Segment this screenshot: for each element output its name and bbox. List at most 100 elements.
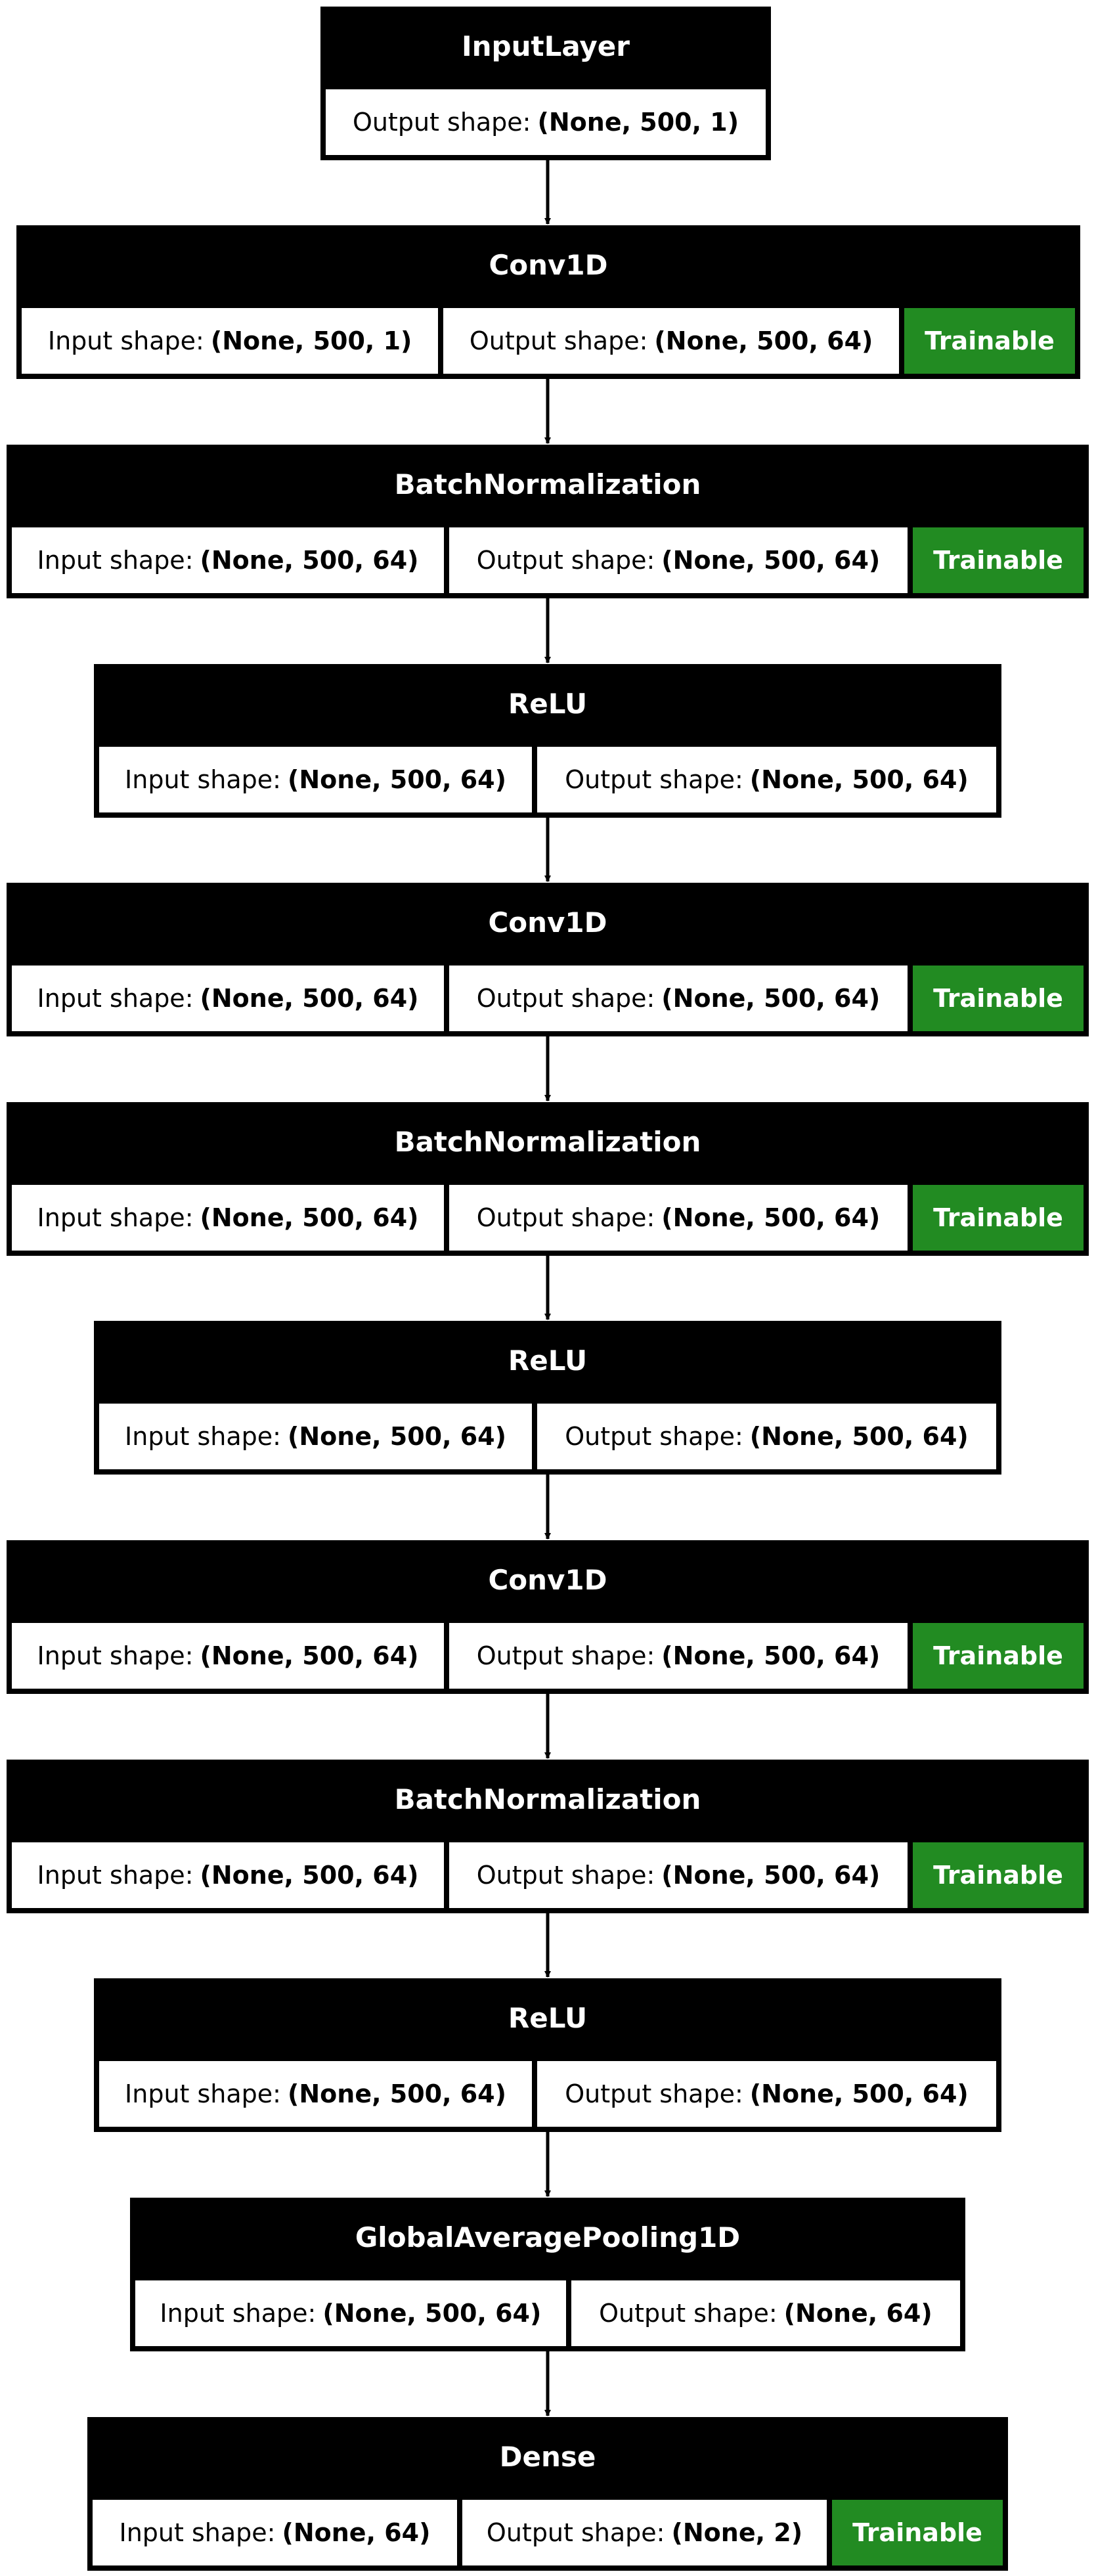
output-shape-label: Output shape: [476,1861,655,1890]
output-shape-cell: Output shape:(None, 2) [462,2500,827,2565]
input-shape-label: Input shape: [47,326,204,355]
layer-shape-row: Input shape:(None, 500, 64)Output shape:… [12,1842,1084,1908]
input-shape-cell: Input shape:(None, 500, 1) [22,308,439,374]
output-shape-value: (None, 500, 64) [661,546,881,575]
output-shape-cell: Output shape:(None, 500, 64) [449,966,908,1031]
output-shape-value: (None, 500, 64) [749,765,969,794]
output-shape-value: (None, 2) [671,2518,803,2547]
output-shape-value: (None, 500, 64) [661,1861,881,1890]
output-shape-label: Output shape: [469,326,648,355]
layer-shape-row: Input shape:(None, 500, 64)Output shape:… [99,747,996,812]
input-shape-label: Input shape: [119,2518,276,2547]
input-shape-label: Input shape: [37,1861,194,1890]
input-shape-label: Input shape: [125,2079,281,2108]
trainable-badge: Trainable [913,527,1084,593]
output-shape-value: (None, 500, 64) [749,2079,969,2108]
input-shape-value: (None, 500, 64) [200,1641,419,1670]
trainable-badge: Trainable [913,966,1084,1031]
output-shape-cell: Output shape:(None, 500, 64) [449,1623,908,1689]
layer-shape-row: Input shape:(None, 500, 64)Output shape:… [99,1404,996,1469]
output-shape-cell: Output shape:(None, 500, 64) [449,1842,908,1908]
output-shape-cell: Output shape:(None, 500, 64) [449,1185,908,1251]
output-shape-value: (None, 500, 64) [661,984,881,1013]
output-shape-label: Output shape: [476,546,655,575]
layer-name: ReLU [508,1344,588,1377]
layer-name: InputLayer [462,30,630,62]
input-shape-label: Input shape: [37,1641,194,1670]
input-shape-cell: Input shape:(None, 500, 64) [99,1404,533,1469]
output-shape-label: Output shape: [476,1641,655,1670]
output-shape-label: Output shape: [476,1203,655,1232]
input-shape-value: (None, 500, 64) [287,1422,506,1451]
trainable-badge: Trainable [913,1185,1084,1251]
output-shape-label: Output shape: [565,2079,743,2108]
output-shape-label: Output shape: [565,765,743,794]
layer-shape-row: Input shape:(None, 500, 64)Output shape:… [12,1623,1084,1689]
input-shape-label: Input shape: [37,1203,194,1232]
input-shape-cell: Input shape:(None, 500, 64) [12,527,445,593]
layer-name: BatchNormalization [394,468,701,500]
input-shape-cell: Input shape:(None, 500, 64) [135,2280,566,2346]
output-shape-value: (None, 500, 64) [749,1422,969,1451]
input-shape-cell: Input shape:(None, 500, 64) [12,966,445,1031]
input-shape-cell: Input shape:(None, 500, 64) [99,2061,533,2127]
output-shape-cell: Output shape:(None, 500, 64) [537,747,996,812]
layer-name: Conv1D [488,1563,607,1596]
input-shape-value: (None, 500, 64) [200,546,419,575]
layer-shape-row: Input shape:(None, 500, 64)Output shape:… [135,2280,960,2346]
input-shape-value: (None, 500, 64) [200,984,419,1013]
output-shape-cell: Output shape:(None, 64) [571,2280,960,2346]
trainable-badge: Trainable [913,1623,1084,1689]
output-shape-cell: Output shape:(None, 500, 64) [537,2061,996,2127]
input-shape-value: (None, 64) [282,2518,431,2547]
input-shape-value: (None, 500, 64) [287,765,506,794]
input-shape-label: Input shape: [37,984,194,1013]
input-shape-label: Input shape: [160,2299,317,2328]
layer-shape-row: Input shape: (None, 500, 64)Output shape:… [12,1185,1084,1251]
trainable-badge: Trainable [913,1842,1084,1908]
output-shape-cell: Output shape:(None, 500, 1) [326,89,766,155]
output-shape-cell: Output shape:(None, 500, 64) [537,1404,996,1469]
layer-name: GlobalAveragePooling1D [355,2221,741,2254]
input-shape-label: Input shape: [125,1422,281,1451]
layer-name: ReLU [508,2001,588,2034]
layer-name: BatchNormalization [394,1783,701,1815]
input-shape-cell: Input shape:(None, 500, 64) [99,747,533,812]
output-shape-cell: Output shape:(None, 500, 64) [443,308,899,374]
layer-name: Conv1D [489,248,608,281]
input-shape-value: (None, 500, 64) [322,2299,542,2328]
output-shape-value: (None, 64) [783,2299,932,2328]
input-shape-cell: Input shape:(None, 500, 64) [12,1623,445,1689]
layer-shape-row: Input shape:(None, 500, 64)Output shape:… [12,966,1084,1031]
layer-shape-row: Output shape:(None, 500, 1) [326,89,766,155]
output-shape-label: Output shape: [486,2518,665,2547]
trainable-badge: Trainable [904,308,1075,374]
layer-shape-row: Input shape:(None, 500, 64)Output shape:… [99,2061,996,2127]
output-shape-cell: Output shape:(None, 500, 64) [449,527,908,593]
layer-shape-row: Input shape:(None, 500, 1)Output shape:(… [22,308,1075,374]
output-shape-label: Output shape: [565,1422,743,1451]
output-shape-value: (None, 500, 64) [661,1203,881,1232]
layer-name: BatchNormalization [394,1125,701,1158]
output-shape-label: Output shape: [599,2299,778,2328]
output-shape-value: (None, 500, 1) [537,108,739,137]
input-shape-label: Input shape: [37,546,194,575]
input-shape-cell: Input shape:(None, 500, 64) [12,1842,445,1908]
output-shape-value: (None, 500, 64) [654,326,873,355]
output-shape-value: (None, 500, 64) [661,1641,881,1670]
input-shape-label: Input shape: [125,765,281,794]
layer-shape-row: Input shape:(None, 500, 64)Output shape:… [12,527,1084,593]
layer-name: Conv1D [488,906,607,939]
